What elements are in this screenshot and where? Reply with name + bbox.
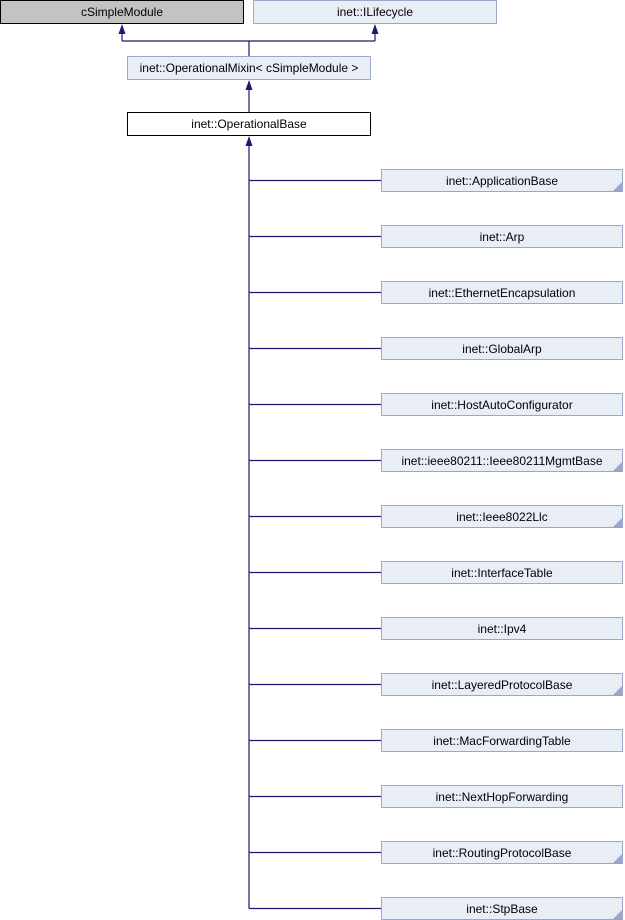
class-name-label: inet::MacForwardingTable: [433, 733, 571, 748]
has-subclasses-indicator-icon: [613, 910, 622, 919]
class-node[interactable]: inet::StpBase: [381, 897, 623, 920]
class-node[interactable]: inet::MacForwardingTable: [381, 729, 623, 752]
class-name-label: inet::ILifecycle: [336, 5, 414, 19]
class-name-label: inet::GlobalArp: [462, 341, 542, 356]
class-name-label: inet::HostAutoConfigurator: [431, 397, 573, 412]
class-name-label: inet::ieee80211::Ieee80211MgmtBase: [401, 453, 603, 468]
class-name-label: inet::Ipv4: [477, 621, 527, 636]
class-node[interactable]: inet::EthernetEncapsulation: [381, 281, 623, 304]
class-node[interactable]: inet::ApplicationBase: [381, 169, 623, 192]
class-node[interactable]: inet::Ipv4: [381, 617, 623, 640]
class-node-ilifecycle[interactable]: inet::ILifecycle: [253, 0, 497, 24]
class-node[interactable]: inet::HostAutoConfigurator: [381, 393, 623, 416]
class-name-label: inet::EthernetEncapsulation: [428, 285, 576, 300]
class-name-label: inet::ApplicationBase: [445, 173, 559, 188]
class-name-label: cSimpleModule: [80, 5, 164, 19]
class-node[interactable]: inet::RoutingProtocolBase: [381, 841, 623, 864]
class-name-label: inet::OperationalMixin< cSimpleModule >: [139, 61, 359, 75]
class-node-operationalbase: inet::OperationalBase: [127, 112, 371, 136]
class-name-label: inet::RoutingProtocolBase: [432, 845, 572, 860]
class-node-csimplemodule: cSimpleModule: [0, 0, 244, 24]
class-name-label: inet::InterfaceTable: [451, 565, 553, 580]
has-subclasses-indicator-icon: [613, 462, 622, 471]
class-node[interactable]: inet::InterfaceTable: [381, 561, 623, 584]
class-node[interactable]: inet::Ieee8022Llc: [381, 505, 623, 528]
class-node[interactable]: inet::GlobalArp: [381, 337, 623, 360]
class-name-label: inet::Ieee8022Llc: [456, 509, 548, 524]
class-name-label: inet::LayeredProtocolBase: [431, 677, 573, 692]
class-name-label: inet::OperationalBase: [191, 117, 307, 131]
has-subclasses-indicator-icon: [613, 854, 622, 863]
class-node[interactable]: inet::NextHopForwarding: [381, 785, 623, 808]
has-subclasses-indicator-icon: [613, 686, 622, 695]
class-node-operationalmixin[interactable]: inet::OperationalMixin< cSimpleModule >: [127, 56, 371, 80]
class-node[interactable]: inet::LayeredProtocolBase: [381, 673, 623, 696]
has-subclasses-indicator-icon: [613, 518, 622, 527]
class-name-label: inet::Arp: [479, 229, 525, 244]
class-name-label: inet::StpBase: [466, 901, 538, 916]
class-node[interactable]: inet::Arp: [381, 225, 623, 248]
class-node[interactable]: inet::ieee80211::Ieee80211MgmtBase: [381, 449, 623, 472]
class-name-label: inet::NextHopForwarding: [435, 789, 569, 804]
has-subclasses-indicator-icon: [613, 182, 622, 191]
